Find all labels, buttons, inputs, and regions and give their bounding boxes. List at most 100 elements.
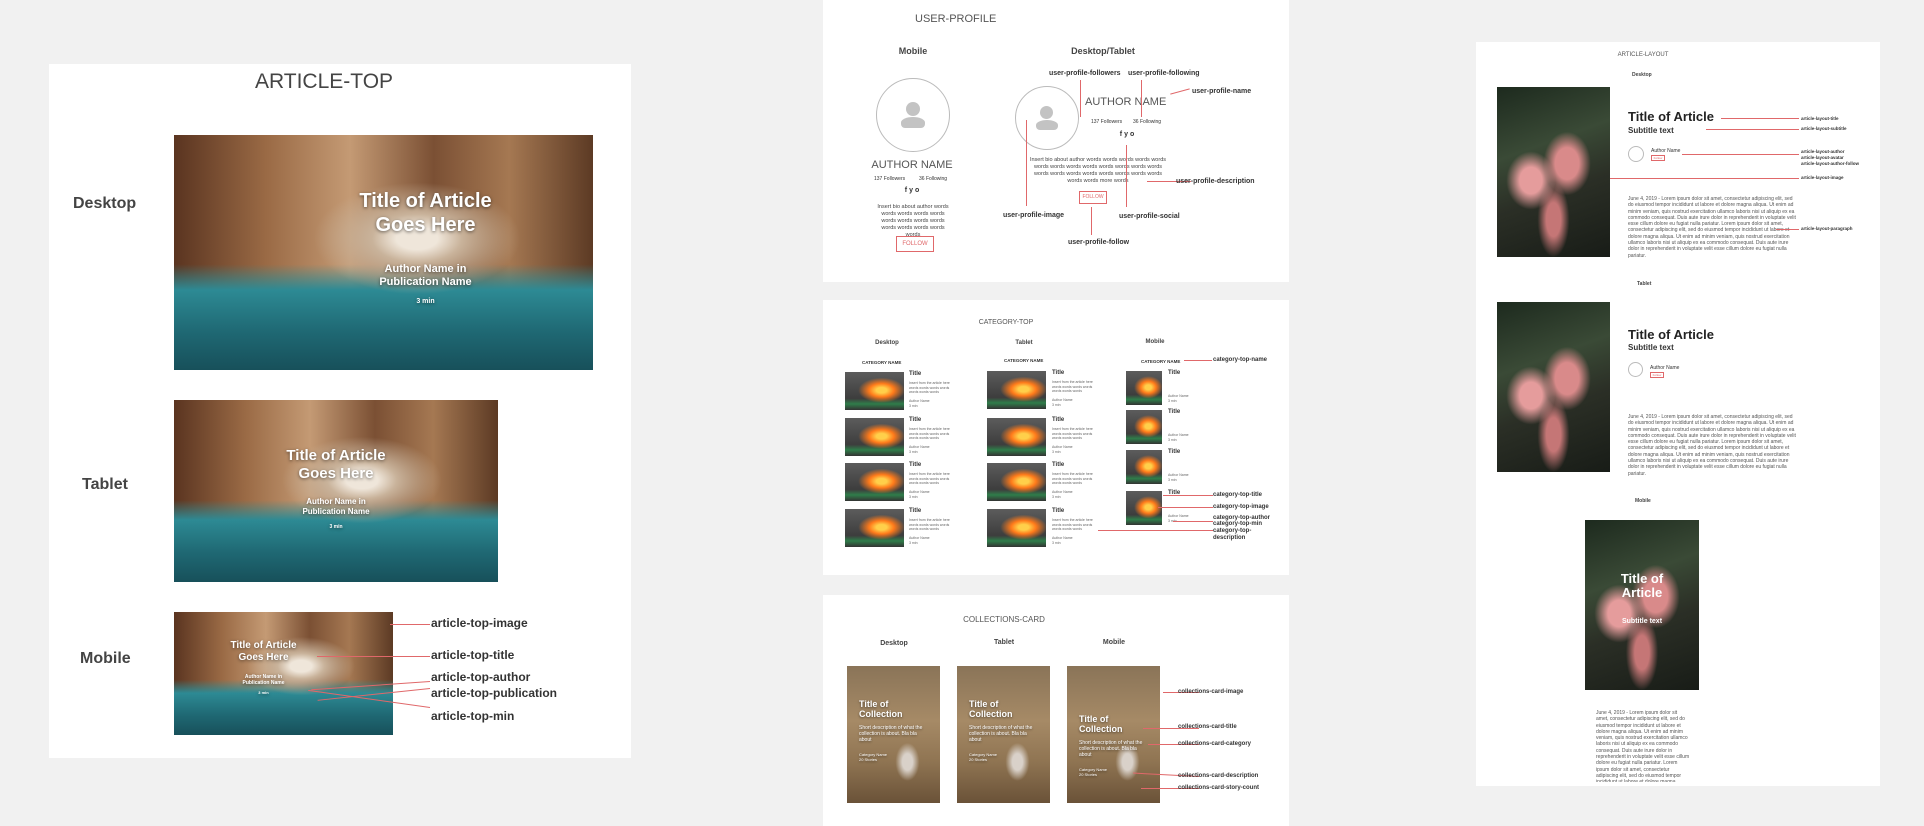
category-card-title[interactable]: Title <box>1052 462 1065 468</box>
annotation-line <box>1163 692 1199 693</box>
category-card-image[interactable] <box>1126 491 1162 525</box>
article-top-desktop-label: Desktop <box>73 195 137 212</box>
category-card-image[interactable] <box>845 418 904 456</box>
category-card-author: Author Name <box>1168 514 1189 518</box>
annotation-category-top-description: category-top-description <box>1213 528 1252 541</box>
facebook-icon[interactable]: f <box>1119 131 1123 138</box>
category-card-title[interactable]: Title <box>909 462 922 468</box>
category-card-author: Author Name <box>1052 536 1073 540</box>
category-card-title[interactable]: Title <box>1052 417 1065 423</box>
annotation-collections-card-image: collections-card-image <box>1178 689 1244 695</box>
instagram-icon[interactable]: o <box>914 187 920 194</box>
user-profile-desktop-follow-button[interactable]: FOLLOW <box>1079 191 1107 204</box>
article-layout-tablet-follow[interactable]: Follow <box>1650 372 1664 378</box>
collections-card-description: Short description of what the collection… <box>969 725 1033 743</box>
category-card-description: Insert from the article here words words… <box>1052 518 1093 531</box>
user-profile-mobile-follow-button[interactable]: FOLLOW <box>896 236 934 252</box>
article-top-desktop-title-2: Goes Here <box>375 214 476 236</box>
annotation-line <box>1147 181 1191 182</box>
person-icon-body <box>901 117 925 128</box>
annotation-collections-card-story-count: collections-card-story-count <box>1178 785 1260 791</box>
category-card-title[interactable]: Title <box>1168 490 1181 496</box>
category-top-mobile-name: CATEGORY NAME <box>1141 359 1181 364</box>
category-top-desktop-label: Desktop <box>875 340 899 346</box>
annotation-line <box>1143 728 1199 729</box>
instagram-icon[interactable]: o <box>1129 131 1135 138</box>
category-card-min: 3 min <box>909 541 918 545</box>
article-top-mobile-image: Title of Article Goes Here Author Name i… <box>174 612 393 735</box>
article-top-desktop-author-2: Publication Name <box>379 276 472 288</box>
category-card-min: 3 min <box>909 495 918 499</box>
category-card-image[interactable] <box>845 463 904 501</box>
collections-card-heading: COLLECTIONS-CARD <box>963 615 1045 624</box>
twitter-icon[interactable]: y <box>1124 131 1128 138</box>
annotation-line <box>1098 530 1213 531</box>
annotation-line <box>1080 80 1081 117</box>
collections-card-story-count: 20 Stories <box>859 757 878 762</box>
twitter-icon[interactable]: y <box>909 187 913 194</box>
user-profile-desktop-social-icons: f y o <box>1120 131 1134 138</box>
user-profile-desktop-name: AUTHOR NAME <box>1085 96 1167 108</box>
person-icon <box>1040 106 1053 119</box>
collections-card-category: Category Name <box>969 752 998 757</box>
collections-card-panel: COLLECTIONS-CARD Desktop Tablet Mobile T… <box>823 595 1289 826</box>
article-layout-desktop-title: Title of Article <box>1628 109 1714 124</box>
annotation-article-layout-image: article-layout-image <box>1801 175 1844 180</box>
category-card-image[interactable] <box>845 509 904 547</box>
collections-card-title: Title of <box>969 699 999 709</box>
article-layout-tablet-author: Author Name <box>1650 365 1680 371</box>
category-card-title[interactable]: Title <box>909 417 922 423</box>
annotation-line <box>1776 229 1799 230</box>
category-card-title[interactable]: Title <box>1168 370 1181 376</box>
category-card-description: Insert from the article here words words… <box>909 427 950 440</box>
category-top-panel: CATEGORY-TOP Desktop Tablet Mobile CATEG… <box>823 300 1289 575</box>
facebook-icon[interactable]: f <box>904 187 908 194</box>
annotation-collections-card-category: collections-card-category <box>1178 741 1252 747</box>
category-card-min: 3 min <box>909 450 918 454</box>
article-layout-tablet-subtitle: Subtitle text <box>1628 343 1674 352</box>
user-profile-heading: USER-PROFILE <box>915 13 997 25</box>
annotation-article-layout-avatar: article-layout-avatar <box>1801 155 1844 160</box>
category-card-title[interactable]: Title <box>909 371 922 377</box>
article-layout-tablet-avatar <box>1628 362 1643 377</box>
article-layout-desktop-follow[interactable]: Follow <box>1651 155 1665 161</box>
annotation-user-profile-social: user-profile-social <box>1119 213 1180 220</box>
category-card-author: Author Name <box>909 399 930 403</box>
category-card-image[interactable] <box>987 509 1046 547</box>
category-card-image[interactable] <box>1126 410 1162 444</box>
article-layout-mobile-title-2: Article <box>1621 585 1663 600</box>
category-card-image[interactable] <box>1126 371 1162 405</box>
category-card-title[interactable]: Title <box>1052 508 1065 514</box>
category-card-title[interactable]: Title <box>1168 449 1181 455</box>
category-card-image[interactable] <box>987 418 1046 456</box>
collections-card-desktop-label: Desktop <box>880 640 908 647</box>
category-card-image[interactable] <box>1126 450 1162 484</box>
article-top-mobile-author-2: Publication Name <box>242 680 285 686</box>
category-card-image[interactable] <box>987 371 1046 409</box>
user-profile-mobile-bio: Insert bio about author words words word… <box>877 204 949 238</box>
article-layout-desktop-image <box>1497 87 1610 257</box>
collections-card-title: Collection <box>1079 724 1123 734</box>
annotation-category-top-image: category-top-image <box>1213 504 1269 510</box>
annotation-article-layout-author: article-layout-author <box>1801 149 1845 154</box>
article-layout-desktop-label: Desktop <box>1632 72 1652 78</box>
article-layout-mobile-image: Title of Article Subtitle text <box>1585 520 1699 690</box>
annotation-line <box>1141 788 1199 789</box>
category-card-description: Insert from the article here words words… <box>1052 472 1093 485</box>
article-layout-desktop-subtitle: Subtitle text <box>1628 126 1674 135</box>
user-profile-mobile-label: Mobile <box>898 46 928 56</box>
person-icon <box>906 102 920 116</box>
category-card-image[interactable] <box>987 463 1046 501</box>
category-card-image[interactable] <box>845 372 904 410</box>
category-card-title[interactable]: Title <box>1052 370 1065 376</box>
article-top-panel: ARTICLE-TOP Desktop Title of Article Goe… <box>49 64 631 758</box>
category-card-title[interactable]: Title <box>1168 409 1181 415</box>
category-card-title[interactable]: Title <box>909 508 922 514</box>
person-icon-body <box>1036 120 1058 130</box>
annotation-line <box>317 656 430 657</box>
annotation-user-profile-description: user-profile-description <box>1176 178 1255 185</box>
collections-card-category: Category Name <box>859 752 888 757</box>
